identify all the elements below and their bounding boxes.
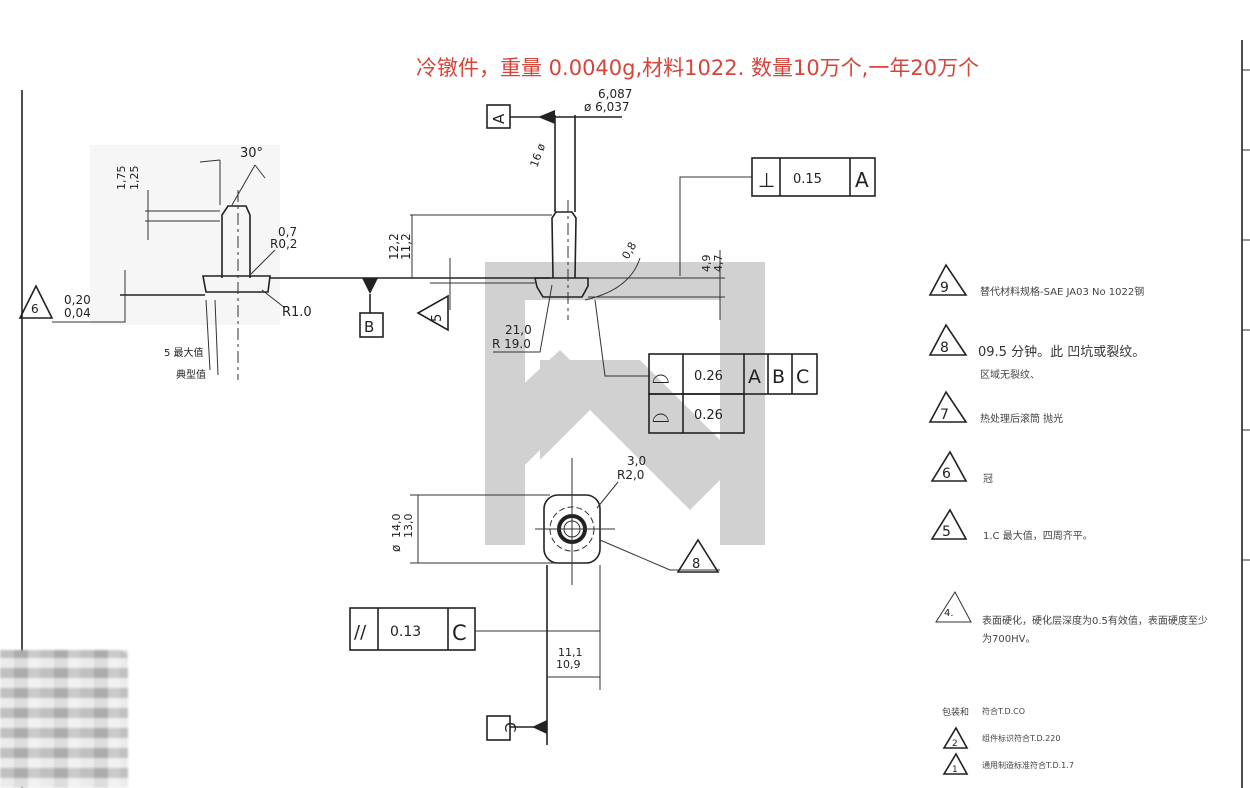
width-min: 10,9 [556, 658, 581, 671]
diameter-min: 13,0 [402, 514, 415, 539]
note-1-text: 通用制造标准符合T.D.1.7 [982, 761, 1074, 770]
note-icon-9 [928, 263, 968, 296]
svg-text:⌓: ⌓ [652, 403, 669, 428]
svg-text:6: 6 [942, 466, 951, 482]
svg-text:4.: 4. [944, 608, 954, 619]
bottom-view: ø 14,0 13,0 3,0 R2,0 8 // 0.13 C 11,1 10… [349, 454, 720, 745]
note-5-text: 1.C 最大值，四周齐平。 [983, 531, 1093, 542]
svg-text:9: 9 [940, 280, 949, 296]
svg-text:0.26: 0.26 [694, 369, 723, 384]
note-8-text2: 区域无裂纹、 [980, 370, 1040, 381]
svg-text:A: A [748, 366, 761, 388]
svg-text:8: 8 [692, 557, 700, 572]
parallelism-fcf: // 0.13 C [349, 607, 476, 651]
svg-text://: // [354, 622, 367, 643]
svg-text:⌓: ⌓ [652, 364, 669, 389]
note-icon-6 [930, 450, 968, 482]
svg-text:C: C [796, 366, 809, 388]
diameter-max: 6,087 [598, 87, 632, 101]
svg-text:1: 1 [952, 765, 958, 775]
svg-text:A: A [490, 113, 508, 124]
note-9-text: 替代材料规格-SAE JA03 No 1022钢 [980, 287, 1145, 298]
dim-top-max: 1,75 [115, 166, 128, 191]
diameter-label: ø [389, 545, 403, 552]
note-triangle-6 [18, 284, 54, 319]
svg-text:A: A [855, 168, 869, 192]
note-7-text: 热处理后滚筒 抛光 [980, 414, 1064, 425]
max-label: 5 最大值 [164, 346, 204, 359]
datum-c-box [486, 715, 511, 741]
radius-1: 3,0 [627, 454, 646, 468]
width-max: 11,1 [558, 646, 583, 659]
note-icon-8 [928, 323, 968, 356]
svg-text:6: 6 [31, 302, 39, 316]
height-max: 12,2 [387, 233, 401, 260]
note-triangle-8 [676, 538, 720, 573]
diam-16: 16 ø [528, 142, 549, 169]
frame-right [1241, 40, 1250, 788]
diameter-min: ø 6,037 [584, 100, 630, 114]
radius-2: R2,0 [617, 468, 644, 482]
blurred-region [0, 650, 128, 788]
svg-text:C: C [452, 621, 467, 645]
dim-top-min: 1,25 [128, 166, 141, 191]
svg-text:B: B [364, 318, 374, 336]
svg-text:0.13: 0.13 [390, 624, 421, 640]
watermark-logo [485, 262, 765, 545]
note-icon-4 [935, 591, 972, 623]
flange-height-min: 4,7 [712, 255, 725, 273]
datum-a-box [486, 104, 511, 129]
svg-text:0.26: 0.26 [694, 408, 723, 423]
profile-fcf: ⌓ 0.26 A B C ⌓ 0.26 [648, 353, 818, 434]
drawing-title: 冷镦件，重量 0.0040g,材料1022. 数量10万个,一年20万个 [416, 56, 980, 80]
flange-radius-2: R 19.0 [492, 337, 531, 351]
flange-thk-min: 0,04 [64, 306, 91, 320]
flange-height-max: 4,9 [700, 255, 713, 273]
diameter-max: 14,0 [390, 514, 403, 539]
radius-top-2: R0,2 [270, 237, 297, 251]
main-view: A 6,087 ø 6,037 16 ø 12,2 11,2 B 5 21,0 … [359, 87, 876, 434]
svg-text:⊥: ⊥ [758, 168, 775, 192]
packaging-label: 包装和 [942, 708, 970, 718]
svg-text:0.15: 0.15 [793, 172, 822, 187]
left-view: 30° 1,75 1,25 0,7 R0,2 R1.0 0,20 0,04 6 … [18, 145, 550, 381]
chamfer: 0,8 [619, 240, 639, 262]
note-8-text: 09.5 分钟。此 凹坑或裂纹。 [978, 345, 1146, 360]
angle-label: 30° [240, 146, 263, 161]
note-4-text2: 为700HV。 [982, 634, 1036, 645]
note-icon-2 [942, 726, 969, 749]
radius-top-1: 0,7 [278, 225, 297, 239]
perpendicularity-fcf: ⊥ 0.15 A [751, 157, 876, 197]
note-6-text: 冠 [983, 474, 993, 485]
svg-text:2: 2 [952, 739, 958, 749]
svg-text:7: 7 [940, 407, 949, 423]
packaging-text: 符合T.D.CO [982, 707, 1026, 716]
note-4-text: 表面硬化，硬化层深度为0.5有效值，表面硬度至少 [982, 616, 1208, 627]
typical-label: 典型值 [176, 368, 206, 381]
note-icon-5 [930, 508, 968, 540]
svg-text:5: 5 [430, 314, 445, 322]
note-icon-1 [942, 752, 969, 775]
flange-radius-1: 21,0 [505, 323, 532, 337]
notes-triangles: 9 8 7 6 5 4. 2 1 [928, 263, 972, 775]
svg-text:8: 8 [940, 340, 949, 356]
note-triangle-5 [416, 294, 449, 332]
flange-thk-max: 0,20 [64, 293, 91, 307]
svg-text:5: 5 [942, 524, 951, 540]
svg-text:C: C [501, 722, 519, 732]
height-min: 11,2 [399, 233, 413, 260]
note-icon-7 [928, 390, 968, 423]
datum-b-box [359, 312, 384, 338]
note-2-text: 组件标识符合T.D.220 [982, 734, 1061, 743]
radius-flange: R1.0 [282, 305, 312, 320]
svg-text:B: B [772, 366, 785, 388]
